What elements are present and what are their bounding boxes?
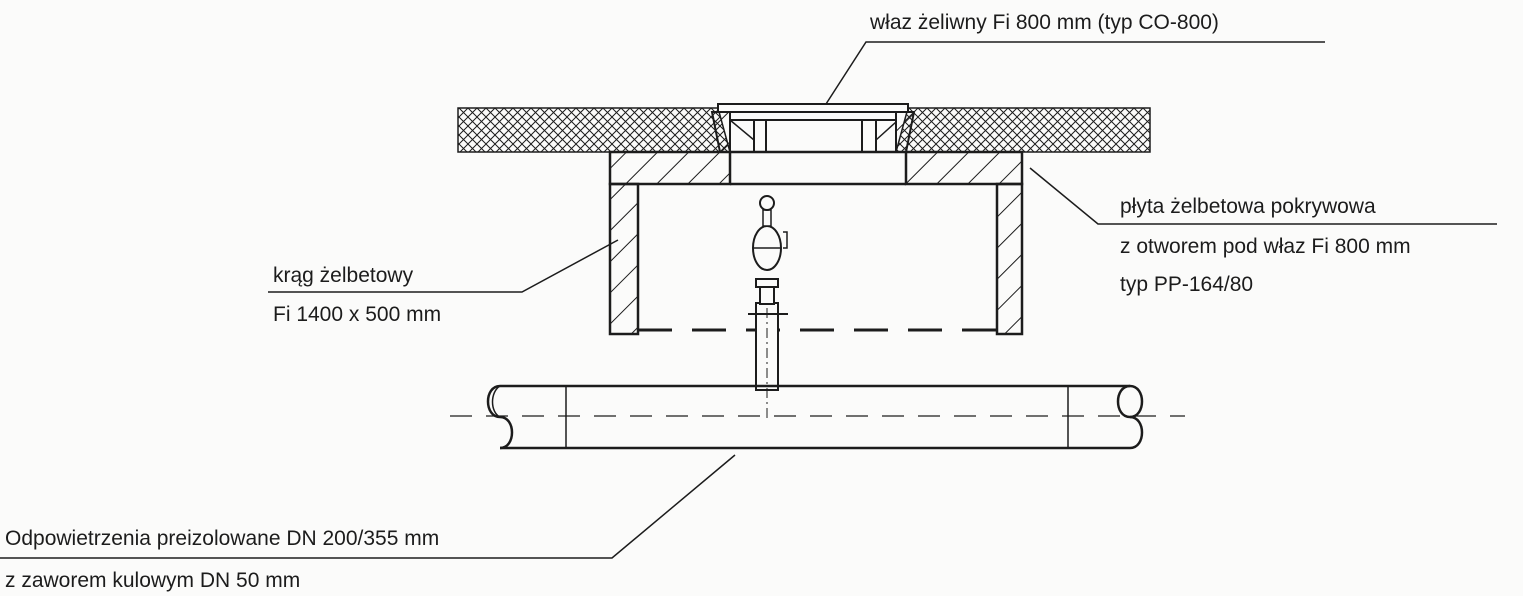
- slab-label-line3: typ PP-164/80: [1120, 273, 1254, 296]
- manhole-label: właz żeliwny Fi 800 mm (typ CO-800): [870, 11, 1219, 34]
- ring-label-line1: krąg żelbetowy: [273, 264, 414, 287]
- slab-label-line1: płyta żelbetowa pokrywowa: [1120, 195, 1376, 218]
- main-pipe: [450, 384, 1185, 450]
- ground-soil-layer: [457, 107, 1151, 153]
- ring-label-line2: Fi 1400 x 500 mm: [273, 303, 442, 326]
- cover-slab: [608, 150, 1024, 186]
- leader-lines: [0, 41, 1497, 559]
- vent-label-line2: z zaworem kulowym DN 50 mm: [5, 569, 301, 592]
- slab-label-line2: z otworem pod właz Fi 800 mm: [1120, 235, 1411, 258]
- manhole-cover: [710, 103, 916, 153]
- concrete-ring: [608, 182, 1024, 336]
- air-vent-riser: [748, 195, 788, 420]
- vent-label-line1: Odpowietrzenia preizolowane DN 200/355 m…: [5, 527, 440, 550]
